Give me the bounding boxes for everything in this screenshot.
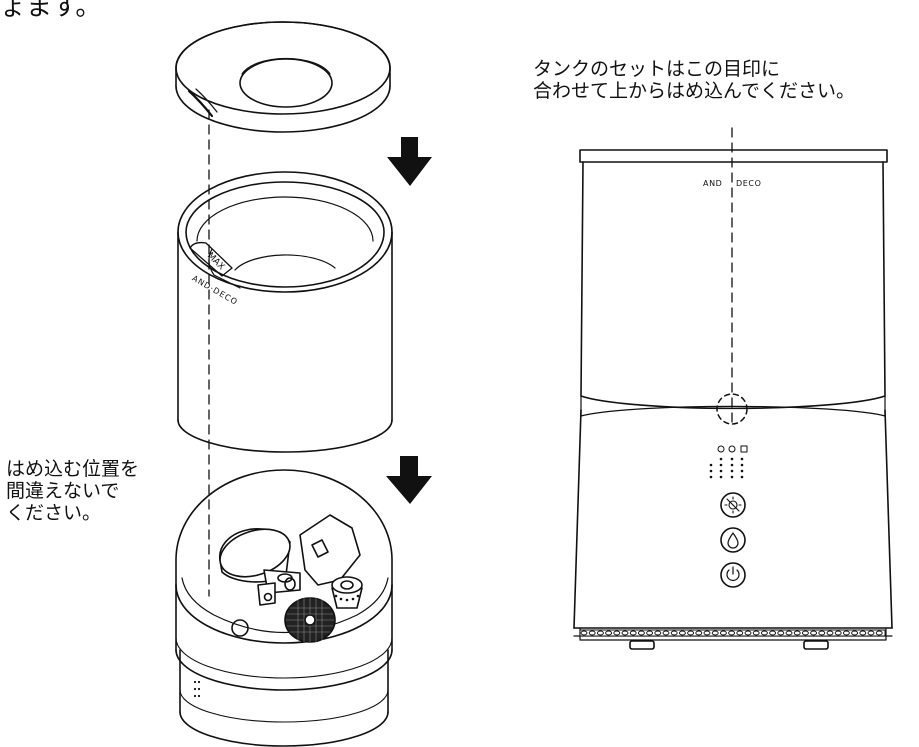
vent-slot [711, 630, 719, 636]
mode-indicator-icon [728, 445, 736, 453]
water-drop-icon [727, 532, 739, 549]
vent-slot [801, 630, 809, 636]
water-tank: MAX AND·DECO [177, 171, 393, 453]
vent-slot [728, 630, 736, 636]
top-lid [175, 21, 391, 133]
vent-slot [744, 630, 752, 636]
vent-slot [810, 630, 818, 636]
vent-slot [793, 630, 801, 636]
down-arrow-icon [387, 137, 432, 186]
vent-slot [580, 630, 588, 636]
foot [629, 640, 655, 650]
vent-slot [637, 630, 645, 636]
vent-slot [613, 630, 621, 636]
vent-slot [703, 630, 711, 636]
base-vent [579, 629, 886, 637]
vent-slot [785, 630, 793, 636]
vent-slot [834, 630, 842, 636]
vent-slot [826, 630, 834, 636]
vent-slot [596, 630, 604, 636]
placement-warning-line-3: ください。 [6, 502, 102, 524]
vent-slot [760, 630, 768, 636]
vent-slot [777, 630, 785, 636]
placement-warning-note: はめ込む位置を 間違えないで ください。 [6, 458, 139, 524]
down-arrow-icon [386, 456, 432, 504]
mist-off-icon [724, 496, 742, 514]
assembled-unit: AND DECO [573, 127, 893, 650]
humidifier-base [175, 469, 393, 747]
vent-slot [719, 630, 727, 636]
placement-warning-line-2: 間違えないで [6, 480, 120, 502]
vent-slot [629, 630, 637, 636]
vent-slot [654, 630, 662, 636]
vent-slot [752, 630, 760, 636]
alignment-mark [716, 393, 748, 425]
power-button [720, 562, 746, 588]
level-indicator-dots [709, 457, 744, 479]
tank-alignment-note: タンクのセットはこの目印に 合わせて上からはめ込んでください。 [533, 58, 855, 102]
timer-indicator-icon [717, 445, 725, 453]
brand-left: AND [703, 179, 722, 188]
vent-slot [842, 630, 850, 636]
vent-slot [695, 630, 703, 636]
power-icon [726, 569, 740, 581]
vent-slot [621, 630, 629, 636]
brand-right: DECO [736, 179, 762, 188]
tank-alignment-note-line-1: タンクのセットはこの目印に [533, 58, 781, 80]
vent-slot [769, 630, 777, 636]
vent-slot [605, 630, 613, 636]
vent-slot [662, 630, 670, 636]
vent-slot [670, 630, 678, 636]
mist-level-button [720, 527, 746, 553]
vent-slot [875, 630, 883, 636]
max-fill-label: MAX [205, 251, 226, 272]
vent-slot [588, 630, 596, 636]
foot [803, 640, 829, 650]
exploded-view: MAX AND·DECO [175, 21, 432, 747]
vent-slot [736, 630, 744, 636]
vent-slot [818, 630, 826, 636]
vent-slot [859, 630, 867, 636]
tank-alignment-note-line-2: 合わせて上からはめ込んでください。 [533, 80, 856, 102]
placement-warning-line-1: はめ込む位置を [6, 458, 140, 480]
lock-indicator-icon [740, 445, 748, 453]
mist-off-button [720, 492, 746, 518]
vent-slot [687, 630, 695, 636]
vent-slot [646, 630, 654, 636]
top-text-fragment: ょます。 [0, 0, 102, 22]
vent-slot [867, 630, 875, 636]
vent-slot [851, 630, 859, 636]
vent-slot [678, 630, 686, 636]
